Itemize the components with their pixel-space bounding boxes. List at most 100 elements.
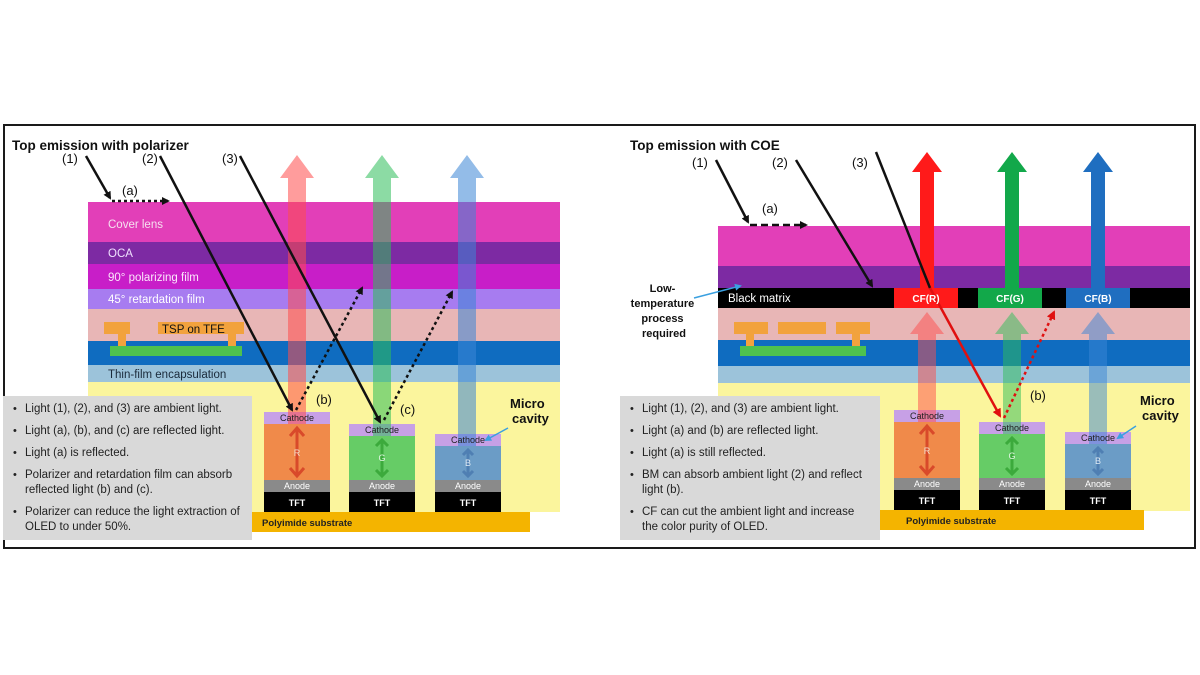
right-ray-label-3: (3)	[852, 155, 868, 170]
right-tsp-pad	[746, 334, 754, 346]
left-reflect-label-a: (a)	[122, 183, 138, 198]
right-ambient-ray-2	[794, 159, 874, 288]
right-tsp-pad	[734, 322, 768, 334]
right-anode-g: Anode	[999, 479, 1025, 489]
right-side-note-line: Low-	[650, 283, 676, 295]
left-reflected-ray-c	[382, 290, 454, 421]
left-note-item: Light (1), (2), and (3) are ambient ligh…	[11, 402, 244, 417]
left-notes-box: Light (1), (2), and (3) are ambient ligh…	[3, 396, 252, 540]
right-blue-emission-arrow	[1083, 152, 1113, 288]
right-reflect-label-b: (b)	[1030, 388, 1046, 403]
right-cf-g-label: CF(G)	[996, 294, 1024, 305]
left-tsp-bridge	[110, 346, 242, 356]
left-blue-emission-arrow	[450, 155, 484, 446]
left-tft-r: TFT	[289, 498, 306, 508]
left-ray-label-1: (1)	[62, 151, 78, 166]
left-cathode-b: Cathode	[451, 435, 485, 445]
right-green-inner-arrow	[1004, 435, 1020, 477]
left-note-item: Polarizer can reduce the light extractio…	[11, 505, 244, 535]
left-ambient-ray-1	[84, 155, 112, 200]
left-note-item: Polarizer and retardation film can absor…	[11, 468, 244, 498]
left-layer-tsp-label: TSP on TFE	[162, 324, 225, 336]
right-tsp-pad	[836, 322, 870, 334]
right-substrate-label: Polyimide substrate	[906, 516, 996, 527]
right-reflected-ray-b	[1002, 310, 1056, 419]
left-oca-layer	[88, 242, 560, 264]
right-pixel-g-letter: G	[1008, 451, 1015, 461]
right-tfe-layer	[718, 366, 1190, 383]
left-substrate-label: Polyimide substrate	[262, 518, 352, 529]
left-substrate	[250, 512, 530, 532]
right-title: Top emission with COE	[630, 138, 780, 153]
right-blue-lower-arrow	[1081, 312, 1115, 444]
right-cf-blue	[1066, 288, 1130, 308]
right-tsp-pad	[852, 334, 860, 346]
right-red-inner-arrow	[918, 423, 936, 477]
left-pixel-b-letter: B	[465, 458, 471, 468]
left-tsp-pad	[104, 322, 130, 334]
left-layer-tfe-label: Thin-film encapsulation	[108, 369, 226, 381]
right-anode-r: Anode	[914, 479, 940, 489]
left-ambient-ray-2	[158, 155, 294, 412]
right-side-note-line: temperature	[631, 298, 695, 310]
left-tsp-pad	[158, 322, 244, 334]
right-pixel-b-letter: B	[1095, 456, 1101, 466]
right-ambient-ray-3-black	[874, 151, 932, 289]
right-substrate	[880, 510, 1144, 530]
right-anode-b: Anode	[1085, 479, 1111, 489]
left-red-emission-arrow	[280, 155, 314, 424]
left-reflect-label-c: (c)	[400, 402, 415, 417]
right-green-emission-arrow	[997, 152, 1027, 288]
left-pixel-g-letter: G	[378, 453, 385, 463]
right-notes-box: Light (1), (2), and (3) are ambient ligh…	[620, 396, 880, 540]
right-note-item: CF can cut the ambient light and increas…	[628, 505, 872, 535]
left-tsp-pad	[118, 334, 126, 346]
right-cathode-g: Cathode	[995, 423, 1029, 433]
right-ray-label-1: (1)	[692, 155, 708, 170]
left-pixel-r-letter: R	[294, 448, 301, 458]
left-cathode-r: Cathode	[280, 413, 314, 423]
right-green-lower-arrow	[995, 312, 1029, 434]
left-title: Top emission with polarizer	[12, 138, 190, 153]
left-ambient-ray-3	[238, 155, 382, 424]
right-micro-cavity-line: Micro	[1140, 393, 1175, 408]
right-note-item: Light (a) and (b) are reflected light.	[628, 424, 872, 439]
right-tft-r: TFT	[919, 496, 936, 506]
left-micro-cavity-pointer	[484, 427, 509, 441]
left-note-item: Light (a), (b), and (c) are reflected li…	[11, 424, 244, 439]
right-ambient-ray-3-red	[928, 287, 1002, 418]
right-ray-label-2: (2)	[772, 155, 788, 170]
right-black-matrix-label: Black matrix	[728, 293, 791, 305]
left-polarizing-film-layer	[88, 264, 560, 289]
right-side-note: Low- temperature process required	[631, 283, 698, 340]
left-retardation-film-layer	[88, 289, 560, 309]
right-note-item: BM can absorb ambient light (2) and refl…	[628, 468, 872, 498]
left-micro-cavity-line: cavity	[512, 411, 550, 426]
right-cover-lens-layer	[718, 226, 1190, 266]
left-layer-cover-label: Cover lens	[108, 219, 163, 231]
right-micro-cavity-line: cavity	[1142, 408, 1180, 423]
right-tft-g: TFT	[1004, 496, 1021, 506]
right-cf-red	[894, 288, 958, 308]
right-reflect-label-a: (a)	[762, 201, 778, 216]
right-ambient-ray-1	[714, 159, 750, 224]
left-anode-r: Anode	[284, 481, 310, 491]
left-anode-b: Anode	[455, 481, 481, 491]
right-red-lower-arrow	[910, 312, 944, 422]
left-red-inner-arrow	[288, 425, 306, 479]
right-side-note-line: required	[642, 328, 686, 340]
right-tsp-bridge	[740, 346, 866, 356]
left-micro-cavity-label: Micro cavity	[510, 396, 550, 426]
left-layer-polarizer-label: 90° polarizing film	[108, 272, 199, 284]
right-cf-r-label: CF(R)	[912, 294, 939, 305]
left-blue-inner-arrow	[461, 447, 475, 479]
left-ray-label-2: (2)	[142, 151, 158, 166]
right-cf-green	[978, 288, 1042, 308]
left-micro-cavity-line: Micro	[510, 396, 545, 411]
left-reflected-ray-b	[294, 286, 364, 411]
right-pixel-r-letter: R	[924, 446, 931, 456]
right-micro-cavity-pointer	[1116, 425, 1137, 440]
left-green-inner-arrow	[374, 437, 390, 479]
left-layer-oca-label: OCA	[108, 248, 133, 260]
